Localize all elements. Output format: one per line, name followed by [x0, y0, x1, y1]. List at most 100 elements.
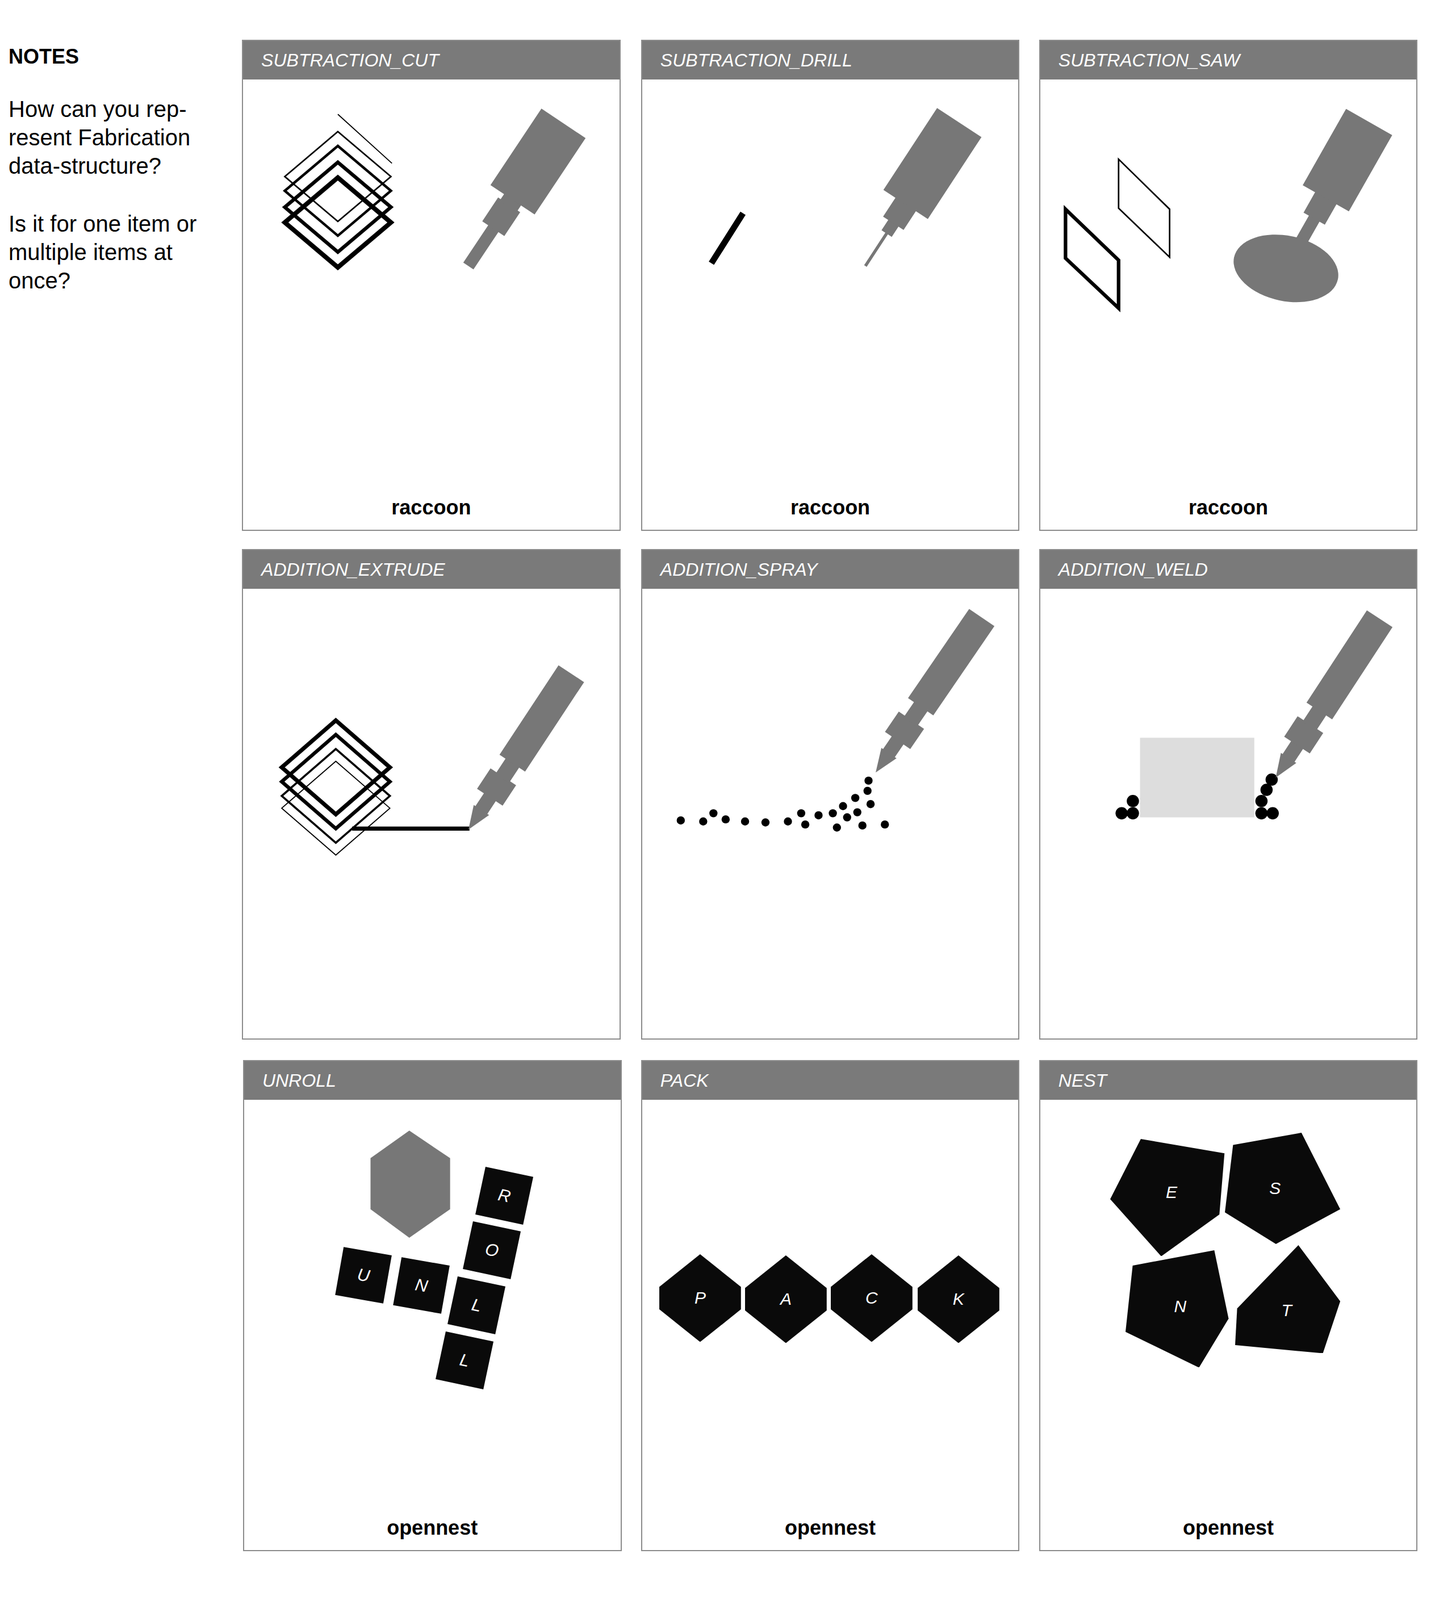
- spray-dot: [853, 808, 862, 817]
- tile-letter: P: [694, 1289, 706, 1307]
- weld-bead: [1265, 773, 1279, 786]
- letter-tile: K: [917, 1255, 1000, 1344]
- card-title: PACK: [660, 1069, 709, 1092]
- letter-tile: L: [435, 1331, 494, 1390]
- spray-dot: [858, 821, 867, 830]
- card-header-band: ADDITION_SPRAY: [642, 550, 1019, 589]
- spray-dot: [741, 817, 750, 826]
- spray-dot: [676, 816, 685, 825]
- tile-letter: L: [457, 1350, 471, 1370]
- spray-dot: [814, 811, 823, 820]
- tile-letter: O: [483, 1240, 501, 1261]
- tile-letter: T: [1281, 1302, 1292, 1320]
- tile-letter: N: [413, 1276, 430, 1296]
- tile-letter: N: [1174, 1298, 1187, 1316]
- layer-outline: [281, 761, 391, 856]
- spray-dots: [676, 776, 890, 832]
- fabrication-card: PACKopennestPACK: [641, 1060, 1020, 1552]
- spray-dot: [709, 809, 718, 818]
- card-header-band: ADDITION_EXTRUDE: [243, 550, 620, 589]
- spray-dot: [833, 823, 842, 832]
- tile-shape: [1235, 1245, 1341, 1354]
- stacked-layers: [284, 114, 392, 268]
- spray-dot: [828, 809, 837, 818]
- card-header-band: PACK: [642, 1061, 1019, 1100]
- fabrication-card: ADDITION_WELD: [1039, 549, 1418, 1041]
- tile-letter: E: [1165, 1184, 1178, 1202]
- weld-bead: [1266, 807, 1279, 820]
- fabrication-card: NESTopennestESNT: [1039, 1060, 1418, 1552]
- note-heading: NOTES: [8, 44, 236, 70]
- source-solid: [370, 1130, 450, 1238]
- letter-tile: T: [1235, 1245, 1341, 1354]
- fabrication-card: UNROLLopennestUNROLL: [243, 1060, 622, 1552]
- library-name: opennest: [784, 1515, 876, 1541]
- tile-letter: U: [356, 1266, 372, 1286]
- tile-outline: [745, 1255, 827, 1344]
- note-text: How can you rep-resent Fabrication data-…: [8, 94, 236, 181]
- tile-outline: [1110, 1139, 1225, 1257]
- weld-bead: [1115, 807, 1128, 820]
- card-title: ADDITION_SPRAY: [660, 558, 818, 581]
- tile-outline: [917, 1255, 1000, 1344]
- tool-body: [490, 108, 586, 215]
- library-name: raccoon: [790, 495, 870, 520]
- spray-dot: [699, 817, 707, 826]
- spray-dot: [761, 818, 770, 827]
- tile-letter: R: [496, 1186, 512, 1206]
- spray-dot: [801, 820, 810, 829]
- cutter-tool: [446, 108, 586, 281]
- card-title: ADDITION_EXTRUDE: [261, 558, 446, 581]
- card-header-band: SUBTRACTION_CUT: [243, 40, 620, 80]
- card-title: UNROLL: [262, 1069, 337, 1092]
- card-header-band: NEST: [1040, 1061, 1417, 1100]
- drill-bit: [864, 231, 890, 267]
- card-header-band: UNROLL: [244, 1061, 621, 1100]
- spray-dot: [851, 793, 860, 802]
- drill-tool: [843, 107, 982, 281]
- weld-bead: [1255, 795, 1269, 808]
- tool-body: [499, 665, 585, 772]
- cut-line: [337, 114, 392, 163]
- tool-body: [908, 608, 995, 716]
- card-title: SUBTRACTION_DRILL: [660, 49, 853, 71]
- fabrication-card: SUBTRACTION_SAWraccoon: [1039, 39, 1418, 531]
- spray-dot: [838, 802, 847, 811]
- card-title: SUBTRACTION_SAW: [1058, 49, 1240, 71]
- extruder-tool: [455, 665, 584, 839]
- tile-outline: [659, 1254, 742, 1343]
- fabrication-card: SUBTRACTION_CUTraccoon: [241, 39, 621, 531]
- letter-tile: A: [745, 1255, 827, 1344]
- spray-dot: [783, 817, 792, 826]
- card-title: NEST: [1058, 1069, 1107, 1092]
- fabrication-card: ADDITION_EXTRUDE: [241, 549, 621, 1041]
- letter-tile: R: [475, 1166, 534, 1225]
- drill-hole: [711, 213, 744, 264]
- weld-bead: [1126, 795, 1140, 808]
- letter-tile: S: [1224, 1132, 1341, 1245]
- tile-outline: [1235, 1245, 1341, 1354]
- spray-dot: [863, 787, 872, 796]
- stacked-layers: [281, 720, 470, 856]
- spray-tool: [863, 608, 995, 781]
- tool-body: [1306, 610, 1393, 720]
- welded-part: [1140, 737, 1255, 818]
- tile-letter: A: [780, 1290, 792, 1308]
- fabrication-card: ADDITION_SPRAY: [641, 549, 1020, 1041]
- tile-letter: K: [952, 1290, 965, 1308]
- card-header-band: SUBTRACTION_SAW: [1040, 40, 1417, 80]
- tool-body: [1302, 109, 1393, 212]
- letter-tile: N: [1125, 1250, 1229, 1368]
- weld-beads: [1115, 773, 1279, 820]
- sawn-piece: [1065, 208, 1119, 308]
- weld-bead: [1126, 807, 1140, 820]
- spray-dot: [721, 815, 730, 824]
- tile-outline: [830, 1254, 913, 1343]
- tile-letter: S: [1269, 1180, 1281, 1198]
- card-title: SUBTRACTION_CUT: [261, 49, 439, 71]
- tile-outline: [1125, 1250, 1229, 1368]
- note-text: Is it for one item or multiple items at …: [8, 209, 236, 295]
- layer-outline: [284, 177, 391, 268]
